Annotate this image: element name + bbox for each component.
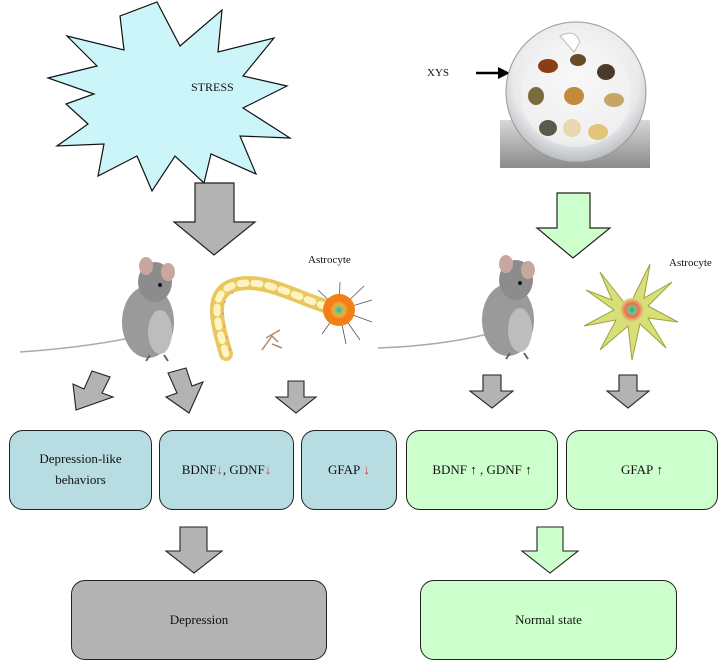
depression-outcome-text: Depression bbox=[169, 611, 229, 627]
down-arrow-icon: ↓ bbox=[216, 461, 223, 477]
astrocyte-label-right: Astrocyte bbox=[669, 257, 712, 269]
bdnf-gdnf-increase-box: BDNF ↑ , GDNF ↑ bbox=[406, 430, 558, 510]
gfap-decrease-text: GFAP ↓ bbox=[328, 460, 370, 481]
separator: , bbox=[222, 461, 230, 477]
separator: , bbox=[476, 461, 487, 477]
mouse-icon bbox=[377, 255, 535, 360]
astrocyte-label-left: Astrocyte bbox=[308, 254, 351, 266]
bdnf-left-down-arrow bbox=[164, 367, 205, 414]
bdnf-label: BDNF bbox=[432, 461, 468, 477]
depression-behaviors-box: Depression-like behaviors bbox=[9, 430, 152, 510]
stress-burst bbox=[45, 1, 293, 193]
gfap-decrease-box: GFAP ↓ bbox=[301, 430, 397, 510]
gfap-increase-box: GFAP ↑ bbox=[566, 430, 718, 510]
bdnf-gdnf-decrease-text: BDNF↓, GDNF↓ bbox=[182, 460, 272, 481]
xys-label: XYS bbox=[427, 67, 450, 79]
depression-down-arrow bbox=[164, 526, 224, 574]
depression-outcome-box: Depression bbox=[71, 580, 327, 660]
herb-bowl-icon bbox=[500, 21, 650, 168]
behavior-down-arrow bbox=[72, 370, 115, 411]
neuron-icon bbox=[210, 276, 373, 361]
bdnf-right-down-arrow bbox=[468, 374, 515, 409]
bdnf-gdnf-increase-text: BDNF ↑ , GDNF ↑ bbox=[432, 460, 531, 481]
right-arrow-icon bbox=[476, 67, 510, 79]
gfap-label: GFAP bbox=[327, 461, 361, 477]
gfap-right-down-arrow bbox=[605, 374, 651, 409]
mouse-icon bbox=[19, 257, 175, 362]
stress-label: STRESS bbox=[191, 80, 234, 94]
normal-down-arrow bbox=[520, 526, 580, 574]
gfap-increase-text: GFAP ↑ bbox=[621, 460, 663, 481]
gdnf-label: GDNF bbox=[486, 461, 522, 477]
stress-down-arrow bbox=[172, 182, 257, 256]
down-arrow-icon: ↓ bbox=[363, 461, 371, 477]
gfap-left-down-arrow bbox=[274, 380, 318, 414]
normal-state-box: Normal state bbox=[420, 580, 677, 660]
gdnf-label: GDNF bbox=[229, 461, 265, 477]
bdnf-gdnf-decrease-box: BDNF↓, GDNF↓ bbox=[159, 430, 294, 510]
gfap-label: GFAP bbox=[620, 461, 654, 477]
up-arrow-icon: ↑ bbox=[470, 461, 477, 477]
down-arrow-icon: ↓ bbox=[264, 461, 272, 477]
up-arrow-icon: ↑ bbox=[656, 461, 664, 477]
bdnf-label: BDNF bbox=[181, 461, 217, 477]
normal-state-text: Normal state bbox=[515, 611, 582, 627]
depression-behaviors-text: Depression-like behaviors bbox=[39, 451, 122, 487]
xys-down-arrow bbox=[535, 192, 612, 259]
up-arrow-icon: ↑ bbox=[525, 461, 532, 477]
astrocyte-icon bbox=[583, 263, 679, 361]
